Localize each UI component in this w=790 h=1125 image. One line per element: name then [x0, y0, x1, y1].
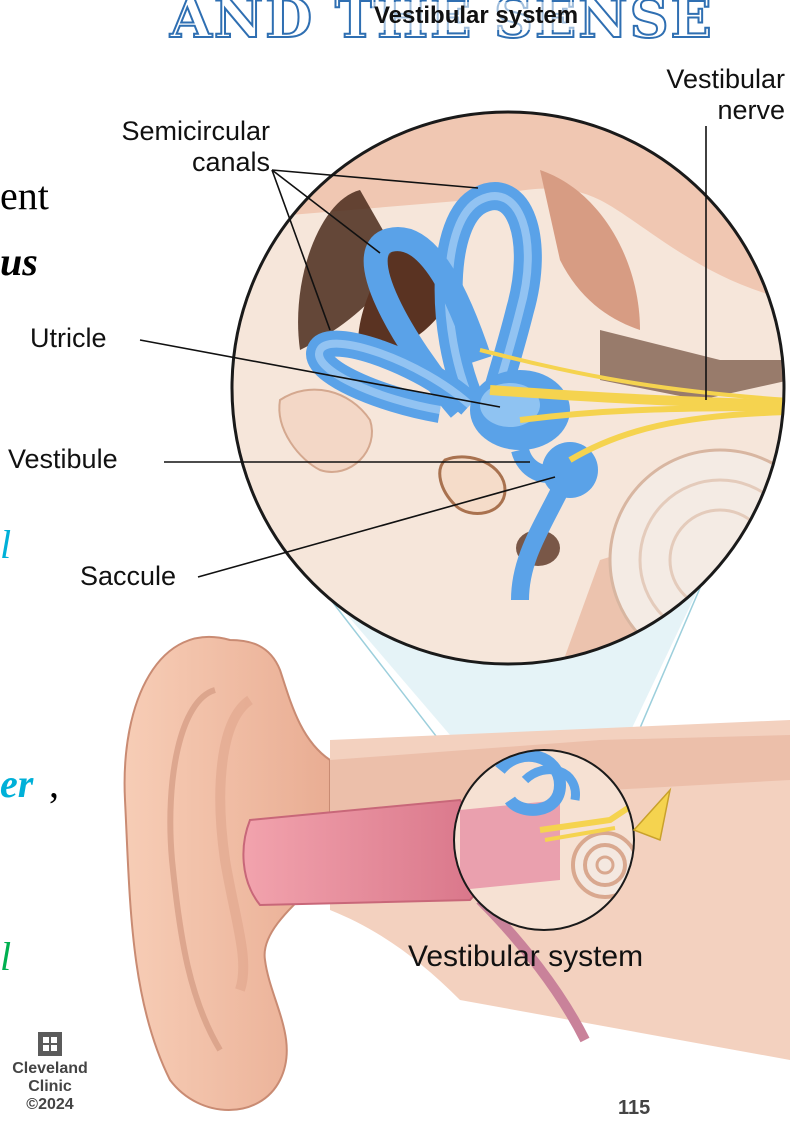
credit-line-1: Cleveland: [0, 1060, 100, 1078]
cleveland-clinic-credit: Cleveland Clinic ©2024: [0, 1030, 100, 1125]
diagram-title: Vestibular system: [372, 2, 580, 30]
cleveland-clinic-logo-icon: [36, 1030, 64, 1058]
label-utricle: Utricle: [30, 323, 107, 354]
page-number: 115: [618, 1097, 650, 1120]
label-vestibule: Vestibule: [8, 444, 118, 475]
credit-line-3: ©2024: [0, 1096, 100, 1114]
label-semicircular-canals: Semicircular canals: [90, 116, 270, 178]
label-vestibular-nerve: Vestibular nerve: [635, 64, 785, 126]
label-saccule: Saccule: [80, 561, 176, 592]
caption-vestibular-system: Vestibular system: [408, 940, 643, 975]
credit-line-2: Clinic: [0, 1078, 100, 1096]
